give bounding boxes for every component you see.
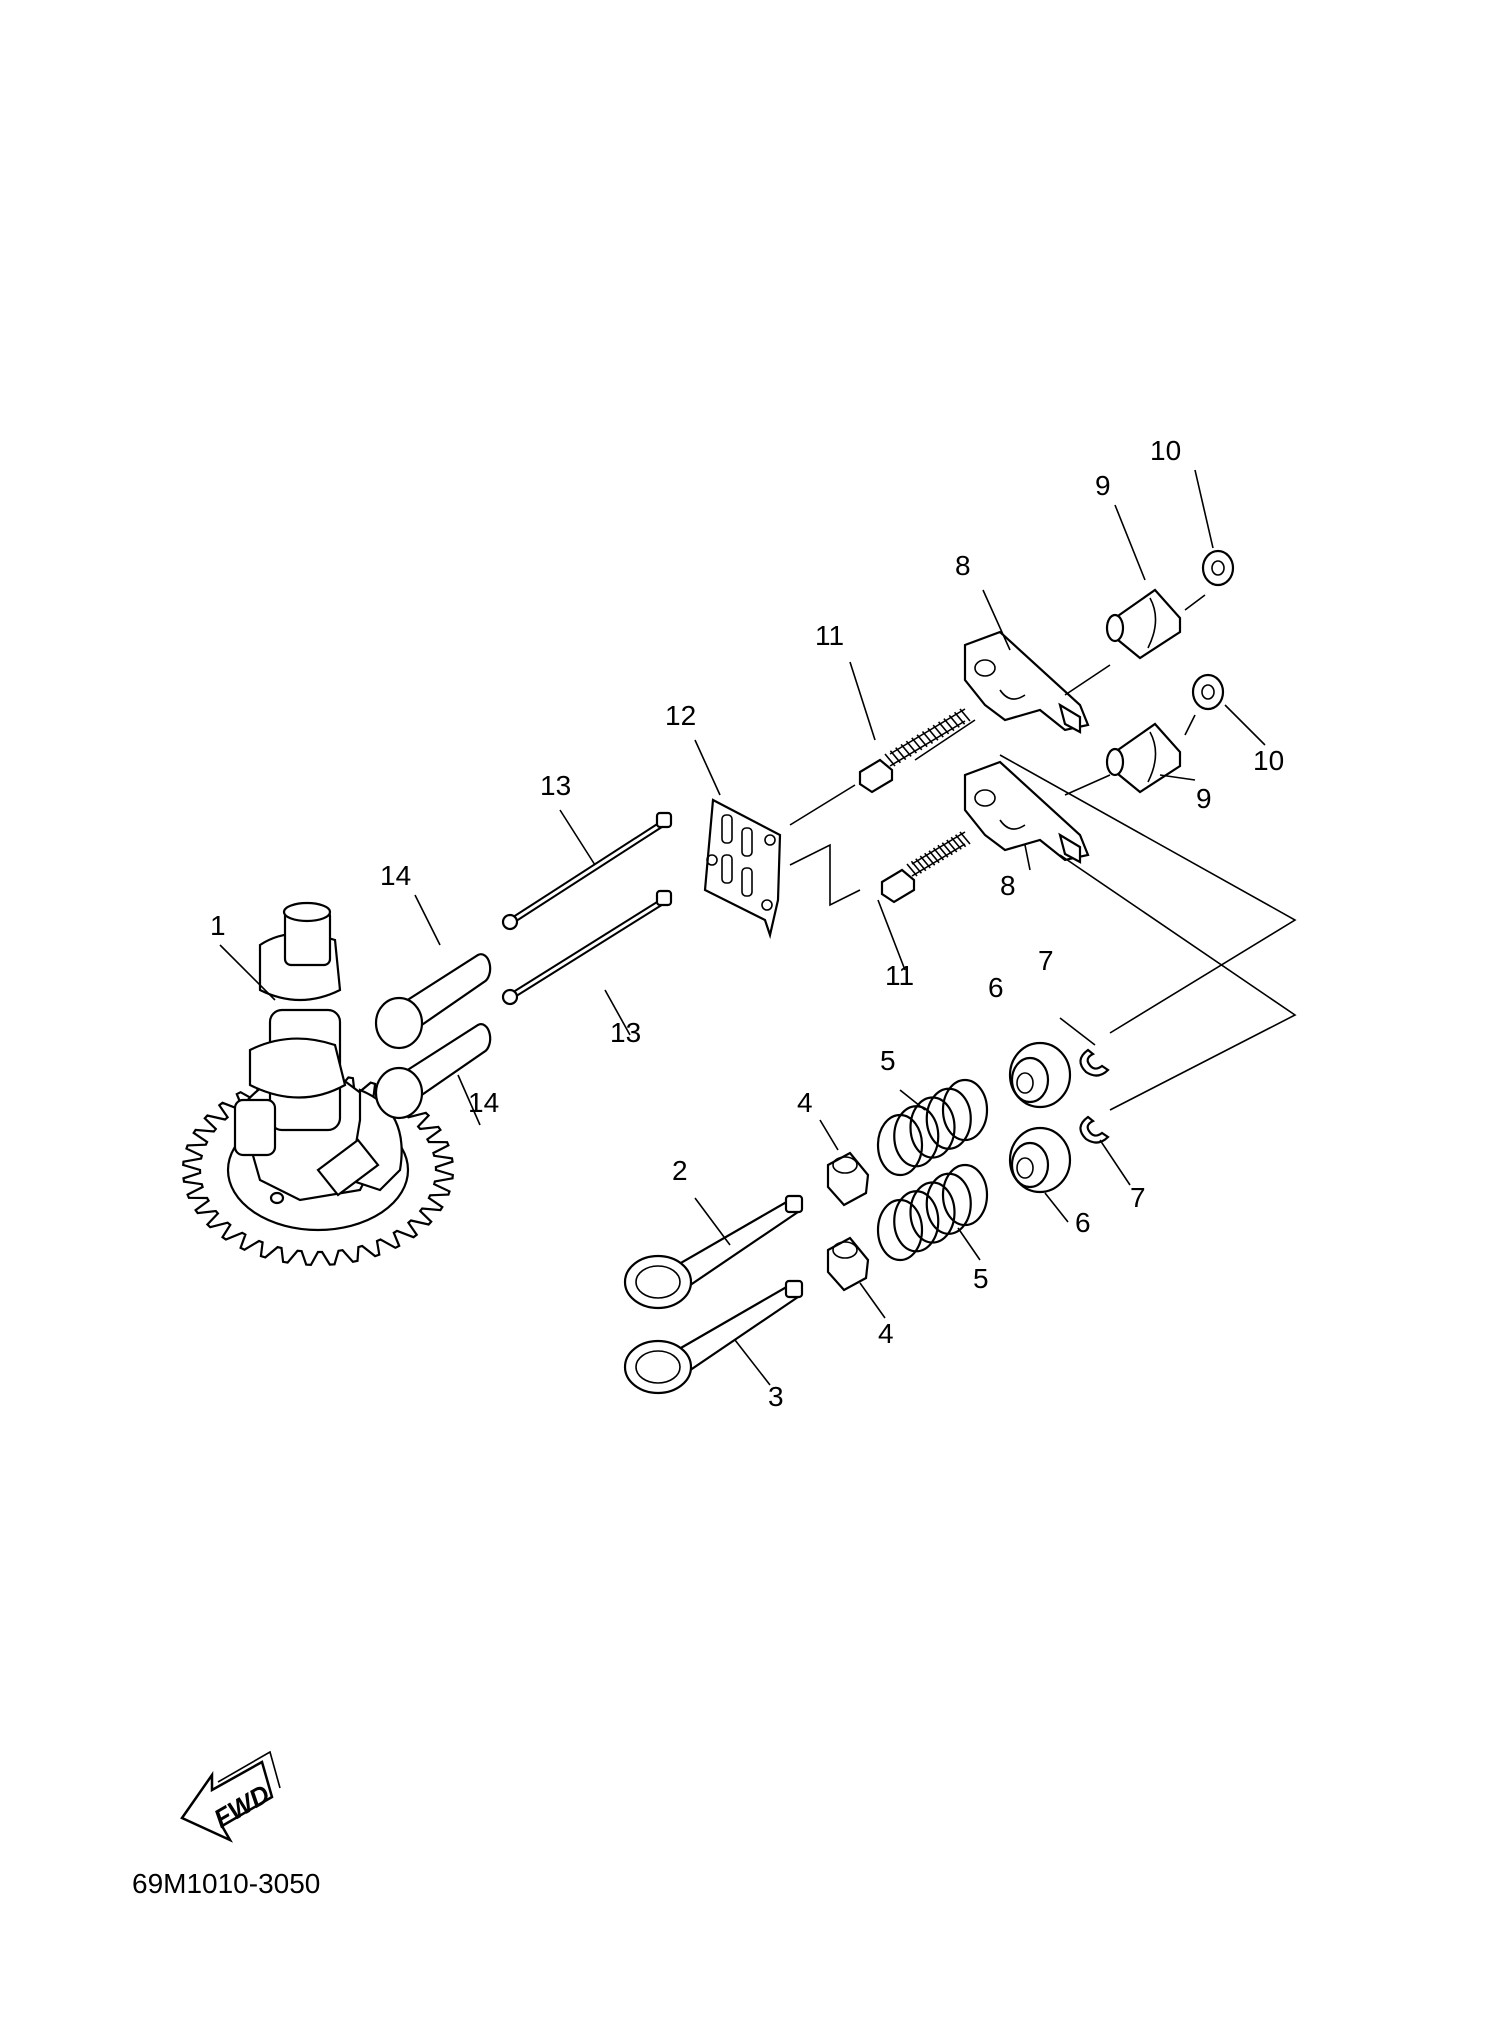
rocker-pivot-upper — [1105, 588, 1182, 660]
leader-lines — [219, 469, 1266, 1386]
callout-14-lower: 14 — [468, 1087, 499, 1118]
intake-valve — [623, 1194, 804, 1310]
valve-stem-seal-upper — [826, 1151, 870, 1207]
callout-8-lower: 8 — [1000, 870, 1016, 901]
callout-9-lower: 9 — [1196, 783, 1212, 814]
callout-3: 3 — [768, 1381, 784, 1412]
push-rod-guide-plate — [703, 798, 782, 940]
callout-13-upper: 13 — [540, 770, 571, 801]
spring-retainer-lower — [1008, 1126, 1072, 1194]
callout-2: 2 — [672, 1155, 688, 1186]
callout-10-upper: 10 — [1150, 435, 1181, 466]
callout-9-upper: 9 — [1095, 470, 1111, 501]
callout-13-lower: 13 — [610, 1017, 641, 1048]
callout-5-upper: 5 — [880, 1045, 896, 1076]
valve-spring-upper — [876, 1078, 989, 1177]
tappet-upper — [374, 953, 492, 1050]
callout-6-upper: 6 — [988, 972, 1004, 1003]
rocker-nut-lower — [1191, 673, 1225, 711]
valve-stem-seal-lower — [826, 1236, 870, 1292]
camshaft-with-gear — [182, 901, 454, 1267]
exhaust-valve — [623, 1279, 804, 1395]
callout-11-upper: 11 — [815, 620, 844, 651]
callout-12: 12 — [665, 700, 696, 731]
callout-4-upper: 4 — [797, 1087, 813, 1118]
spring-retainer-upper — [1008, 1041, 1072, 1109]
callout-8-upper: 8 — [955, 550, 971, 581]
rocker-stud-lower — [880, 831, 971, 904]
callout-5-lower: 5 — [973, 1263, 989, 1294]
callout-4-lower: 4 — [878, 1318, 894, 1349]
rocker-stud-upper — [858, 708, 971, 794]
callout-7-lower: 7 — [1130, 1182, 1146, 1213]
valve-collet-lower — [1079, 1115, 1110, 1144]
valve-spring-lower — [876, 1163, 989, 1262]
rocker-nut-upper — [1201, 549, 1235, 587]
callout-14-upper: 14 — [380, 860, 411, 891]
rocker-arm-upper — [963, 630, 1090, 734]
callout-11-lower: 11 — [885, 960, 914, 991]
callout-7-upper: 7 — [1038, 945, 1054, 976]
rocker-arm-lower — [963, 760, 1090, 864]
callout-10-lower: 10 — [1253, 745, 1284, 776]
drawing-code: 69M1010-3050 — [132, 1868, 320, 1899]
rocker-pivot-lower — [1105, 722, 1182, 794]
tappet-lower — [374, 1023, 492, 1120]
assembly-lines — [789, 594, 1297, 1111]
push-rod-upper — [501, 811, 673, 931]
callout-6-lower: 6 — [1075, 1207, 1091, 1238]
valve-collet-upper — [1079, 1048, 1110, 1077]
push-rod-lower — [501, 889, 673, 1006]
callout-numbers: 1 2 3 4 4 5 5 6 6 7 7 8 8 9 9 10 10 11 1… — [210, 435, 1284, 1412]
forward-direction-arrow: FWD — [180, 1750, 281, 1843]
callout-1: 1 — [210, 910, 226, 941]
